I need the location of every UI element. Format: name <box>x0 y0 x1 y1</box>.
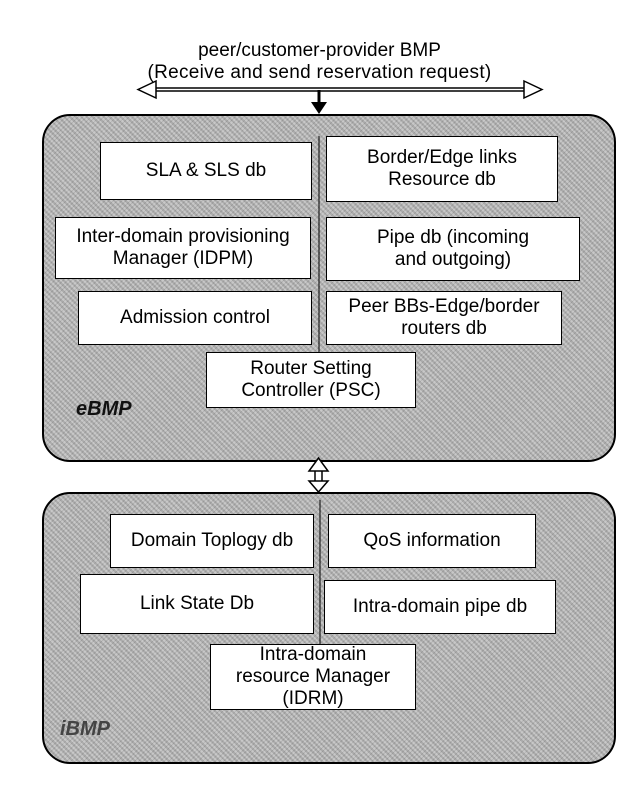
box-text: Border/Edge links <box>367 147 517 168</box>
box-text: Resource db <box>388 169 496 190</box>
border-edge-links-box: Border/Edge links Resource db <box>326 136 558 202</box>
header-line-2: (Receive and send reservation request) <box>147 62 492 83</box>
peer-bbs-box: Peer BBs-Edge/border routers db <box>326 291 562 345</box>
psc-box: Router Setting Controller (PSC) <box>206 352 416 408</box>
domain-topology-box: Domain Toplogy db <box>110 514 314 568</box>
box-text: QoS information <box>363 530 501 551</box>
box-text: and outgoing) <box>394 249 512 270</box>
link-state-db-box: Link State Db <box>80 574 314 634</box>
box-text: Intra-domain pipe db <box>352 596 528 617</box>
box-text: resource Manager <box>235 666 391 687</box>
horizontal-double-arrow <box>136 79 544 100</box>
box-text: Controller (PSC) <box>241 380 381 401</box>
box-text: Inter-domain provisioning <box>76 226 290 247</box>
sla-sls-db-box: SLA & SLS db <box>100 142 312 200</box>
intra-domain-pipe-db-box: Intra-domain pipe db <box>324 580 556 634</box>
box-text: SLA & SLS db <box>145 160 267 181</box>
box-text: Manager (IDPM) <box>112 248 254 269</box>
box-text: (IDRM) <box>282 688 344 709</box>
ibmp-label: iBMP <box>60 718 110 740</box>
box-text: routers db <box>401 318 487 339</box>
idrm-box: Intra-domain resource Manager (IDRM) <box>210 644 416 710</box>
box-text: Peer BBs-Edge/border <box>348 296 540 317</box>
admission-control-box: Admission control <box>78 291 312 345</box>
header-line-1: peer/customer-provider BMP <box>198 40 441 61</box>
pipe-db-box: Pipe db (incoming and outgoing) <box>326 217 580 281</box>
ebmp-label: eBMP <box>76 398 132 420</box>
inter-panel-double-arrow <box>307 456 330 494</box>
box-text: Link State Db <box>139 593 255 614</box>
idpm-box: Inter-domain provisioning Manager (IDPM) <box>55 217 311 279</box>
box-text: Intra-domain <box>259 644 367 665</box>
down-arrow <box>311 90 327 114</box>
box-text: Router Setting <box>250 358 372 379</box>
box-text: Pipe db (incoming <box>376 227 530 248</box>
box-text: Domain Toplogy db <box>130 530 294 551</box>
box-text: Admission control <box>120 307 270 328</box>
qos-information-box: QoS information <box>328 514 536 568</box>
